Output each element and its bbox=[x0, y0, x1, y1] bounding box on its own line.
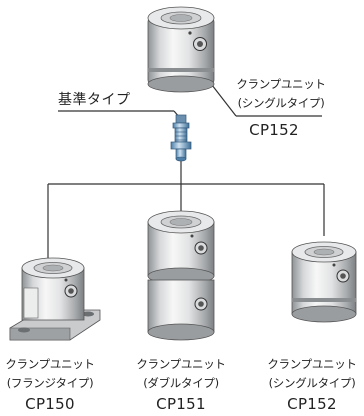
double-clamp-unit-image bbox=[147, 210, 215, 341]
top-unit-subtype: (シングルタイプ) bbox=[237, 96, 325, 110]
unit-name-cp152: クランプユニット bbox=[267, 357, 357, 371]
connector-lines bbox=[47, 75, 325, 262]
top-clamp-unit-image bbox=[147, 6, 215, 93]
unit-subtype-cp151: (ダブルタイプ) bbox=[143, 376, 219, 390]
top-unit-name: クランプユニット bbox=[236, 77, 326, 91]
unit-code-cp152: CP152 bbox=[287, 395, 337, 413]
unit-subtype-cp152: (シングルタイプ) bbox=[268, 376, 356, 390]
unit-subtype-cp150: (フランジタイプ) bbox=[6, 376, 94, 390]
unit-name-cp150: クランプユニット bbox=[5, 357, 95, 371]
flange-clamp-unit-image bbox=[9, 257, 101, 341]
unit-code-cp150: CP150 bbox=[25, 395, 75, 413]
top-unit-code: CP152 bbox=[249, 121, 299, 139]
unit-code-cp151: CP151 bbox=[156, 395, 206, 413]
single-clamp-unit-image bbox=[291, 241, 357, 323]
base-type-label: 基準タイプ bbox=[58, 92, 131, 108]
unit-name-cp151: クランプユニット bbox=[136, 357, 226, 371]
standard-pin-image bbox=[170, 114, 192, 162]
